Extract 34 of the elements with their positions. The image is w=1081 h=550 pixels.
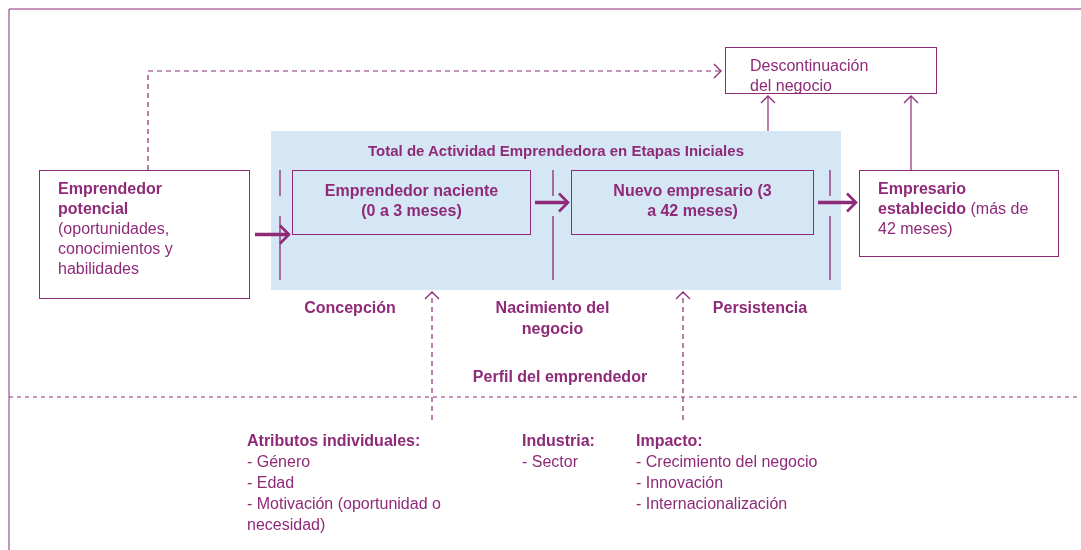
process-box xyxy=(859,170,1059,257)
section-heading: Perfil del emprendedor xyxy=(471,367,649,387)
dashed-arrow xyxy=(675,291,691,421)
factor-item: - Internacionalización xyxy=(636,494,788,514)
process-box xyxy=(39,170,250,299)
factor-item: - Innovación xyxy=(636,473,724,493)
dashed-arrow xyxy=(147,63,722,171)
factor-item: - Género xyxy=(247,452,311,472)
phase-label: Concepción xyxy=(303,298,397,318)
box-text: Empresario establecido (más de 42 meses) xyxy=(878,179,1030,239)
factor-item: - Edad xyxy=(247,473,295,493)
box-text: Emprendedor potencial (oportunidades, conocimientos y habilidades xyxy=(58,179,174,279)
arrow xyxy=(535,192,570,213)
band-title: Total de Actividad Emprendedora en Etapas Iniciales xyxy=(368,141,744,161)
arrow xyxy=(255,224,291,245)
phase-label: Persistencia xyxy=(711,298,809,318)
factor-heading: Industria: xyxy=(522,431,596,451)
box-text: Descontinuación del negocio xyxy=(750,56,870,96)
box-text: Nuevo empresario (3 a 42 meses) xyxy=(612,181,773,221)
arrow xyxy=(903,95,919,171)
factor-heading: Atributos individuales: xyxy=(247,431,421,451)
factor-item: - Crecimiento del negocio xyxy=(636,452,818,472)
phase-label: Nacimiento del negocio xyxy=(494,298,611,339)
process-box xyxy=(725,47,937,94)
stage-box xyxy=(571,170,814,235)
factor-item: - Motivación (oportunidad o necesidad) xyxy=(247,494,442,535)
factor-heading: Impacto: xyxy=(636,431,703,451)
arrow xyxy=(818,192,858,213)
box-text: Emprendedor naciente (0 a 3 meses) xyxy=(323,181,500,221)
factor-item: - Sector xyxy=(522,452,579,472)
stage-box xyxy=(292,170,531,235)
dashed-arrow xyxy=(424,291,440,421)
arrow xyxy=(760,95,776,132)
stage-band xyxy=(271,131,841,290)
